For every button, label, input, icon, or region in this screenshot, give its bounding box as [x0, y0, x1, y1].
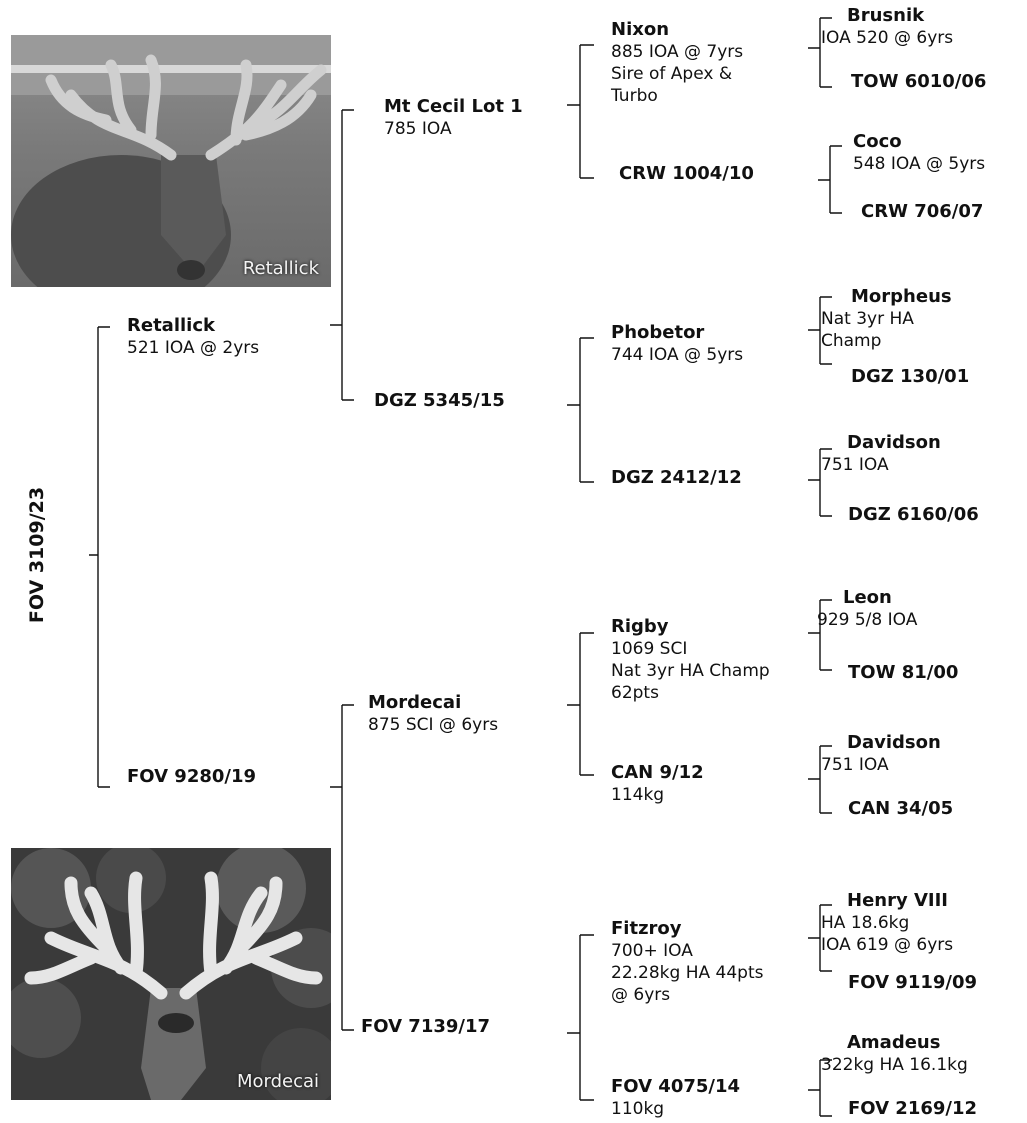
g4-node-crw-706-07: CRW 706/07 [861, 201, 983, 223]
g4-name: Leon [843, 587, 892, 608]
sire-sire-name: Mt Cecil Lot 1 [384, 96, 523, 117]
g4-detail: 751 IOA [821, 455, 889, 475]
ss-sire-name: Nixon [611, 19, 670, 40]
dd-sire-detail-3: @ 6yrs [611, 985, 671, 1005]
g4-node-dgz-130-01: DGZ 130/01 [851, 366, 969, 388]
g4-name: Davidson [847, 732, 941, 753]
g4-node-davidson-1: Davidson 751 IOA [821, 432, 941, 476]
sire-name: Retallick [127, 315, 215, 336]
g4-detail: HA 18.6kg [821, 913, 910, 933]
g4-name: CAN 34/05 [848, 798, 954, 819]
g4-node-morpheus: Morpheus Nat 3yr HA Champ [821, 286, 952, 352]
g4-name: DGZ 130/01 [851, 366, 970, 387]
g4-node-davidson-2: Davidson 751 IOA [821, 732, 941, 776]
sd-sire-name: Phobetor [611, 322, 705, 343]
ds-sire-detail-1: 1069 SCI [611, 639, 688, 659]
g4-node-leon: Leon 929 5/8 IOA [817, 587, 917, 631]
g4-name: DGZ 6160/06 [848, 504, 979, 525]
sire-dam-node: DGZ 5345/15 [374, 390, 505, 412]
g4-detail: 929 5/8 IOA [817, 610, 918, 630]
g4-name: TOW 81/00 [848, 662, 959, 683]
dd-sire-detail-1: 700+ IOA [611, 941, 693, 961]
g4-name: FOV 2169/12 [848, 1098, 978, 1119]
g4-name: Coco [853, 131, 902, 152]
sire-sire-detail: 785 IOA [384, 119, 452, 139]
dam-name: FOV 9280/19 [127, 766, 257, 787]
g4-detail: IOA 520 @ 6yrs [821, 28, 954, 48]
mordecai-photo-caption: Mordecai [236, 1071, 319, 1092]
dd-dam-node: FOV 4075/14 110kg [611, 1076, 740, 1120]
sd-sire-node: Phobetor 744 IOA @ 5yrs [611, 322, 743, 366]
g4-name: Morpheus [851, 286, 952, 307]
g4-node-can-34-05: CAN 34/05 [848, 798, 953, 820]
dam-node: FOV 9280/19 [127, 766, 256, 788]
g4-node-tow-6010-06: TOW 6010/06 [851, 71, 986, 93]
g4-name: Davidson [847, 432, 941, 453]
ss-dam-node: CRW 1004/10 [619, 163, 754, 185]
retallick-photo: Retallick [11, 35, 331, 287]
dd-sire-detail-2: 22.28kg HA 44pts [611, 963, 764, 983]
ss-sire-node: Nixon 885 IOA @ 7yrs Sire of Apex & Turb… [611, 19, 743, 107]
g4-node-fov-2169-12: FOV 2169/12 [848, 1098, 977, 1120]
sd-sire-detail: 744 IOA @ 5yrs [611, 345, 744, 365]
dd-dam-name: FOV 4075/14 [611, 1076, 741, 1097]
ds-dam-name: CAN 9/12 [611, 762, 704, 783]
ds-dam-detail: 114kg [611, 785, 665, 805]
ds-sire-name: Rigby [611, 616, 669, 637]
dam-sire-node: Mordecai 875 SCI @ 6yrs [368, 692, 498, 736]
ss-dam-name: CRW 1004/10 [619, 163, 754, 184]
g4-node-amadeus: Amadeus 322kg HA 16.1kg [821, 1032, 968, 1076]
sire-detail: 521 IOA @ 2yrs [127, 338, 260, 358]
ss-sire-detail-2: Sire of Apex & [611, 64, 733, 84]
g4-node-brusnik: Brusnik IOA 520 @ 6yrs [821, 5, 953, 49]
g4-detail: 322kg HA 16.1kg [821, 1055, 968, 1075]
g4-detail: IOA 619 @ 6yrs [821, 935, 954, 955]
sire-dam-name: DGZ 5345/15 [374, 390, 505, 411]
ds-dam-node: CAN 9/12 114kg [611, 762, 704, 806]
root-label: FOV 3109/23 [26, 486, 48, 624]
dd-sire-node: Fitzroy 700+ IOA 22.28kg HA 44pts @ 6yrs [611, 918, 763, 1006]
sd-dam-name: DGZ 2412/12 [611, 467, 742, 488]
g4-name: TOW 6010/06 [851, 71, 987, 92]
dd-sire-name: Fitzroy [611, 918, 682, 939]
mordecai-photo: Mordecai [11, 848, 331, 1100]
g4-node-coco: Coco 548 IOA @ 5yrs [853, 131, 985, 175]
ds-sire-detail-2: Nat 3yr HA Champ [611, 661, 770, 681]
g4-detail: Champ [821, 331, 882, 351]
g4-name: Amadeus [847, 1032, 941, 1053]
sire-sire-node: Mt Cecil Lot 1 785 IOA [384, 96, 523, 140]
dam-sire-name: Mordecai [368, 692, 462, 713]
g4-node-fov-9119-09: FOV 9119/09 [848, 972, 977, 994]
g4-name: Brusnik [847, 5, 925, 26]
g4-detail: 751 IOA [821, 755, 889, 775]
ss-sire-detail-1: 885 IOA @ 7yrs [611, 42, 744, 62]
dam-dam-node: FOV 7139/17 [361, 1016, 490, 1038]
g4-name: FOV 9119/09 [848, 972, 978, 993]
ds-sire-detail-3: 62pts [611, 683, 659, 703]
sire-node: Retallick 521 IOA @ 2yrs [127, 315, 259, 359]
g4-detail: Nat 3yr HA [821, 309, 914, 329]
ds-sire-node: Rigby 1069 SCI Nat 3yr HA Champ 62pts [611, 616, 770, 704]
dam-sire-detail: 875 SCI @ 6yrs [368, 715, 499, 735]
g4-node-henry-viii: Henry VIII HA 18.6kg IOA 619 @ 6yrs [821, 890, 953, 956]
dd-dam-detail: 110kg [611, 1099, 665, 1119]
ss-sire-detail-3: Turbo [611, 86, 658, 106]
g4-name: Henry VIII [847, 890, 948, 911]
g4-node-tow-81-00: TOW 81/00 [848, 662, 958, 684]
sd-dam-node: DGZ 2412/12 [611, 467, 742, 489]
g4-detail: 548 IOA @ 5yrs [853, 154, 986, 174]
g4-name: CRW 706/07 [861, 201, 984, 222]
dam-dam-name: FOV 7139/17 [361, 1016, 491, 1037]
g4-node-dgz-6160-06: DGZ 6160/06 [848, 504, 979, 526]
retallick-photo-caption: Retallick [242, 258, 319, 279]
